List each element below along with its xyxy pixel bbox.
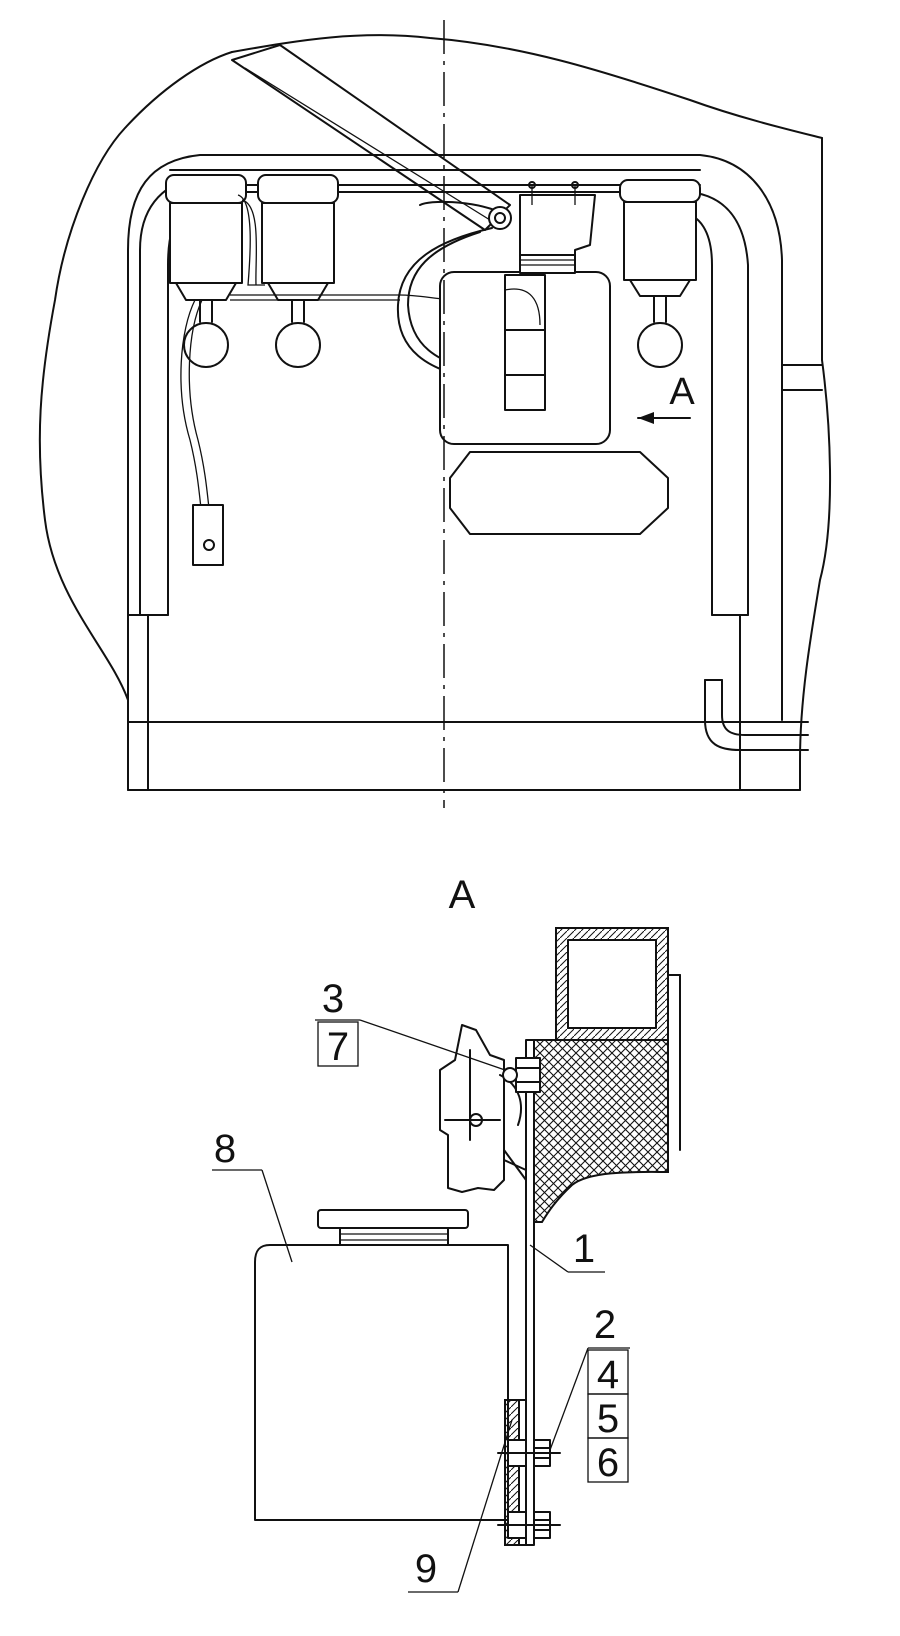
- washer-pump-left: [165, 174, 247, 368]
- callout-7: 7: [327, 1025, 349, 1069]
- callout-8: 8: [212, 1127, 293, 1263]
- callout-4: 4: [597, 1353, 619, 1397]
- callout-8-label: 8: [214, 1127, 236, 1171]
- wiper-bracket: [439, 1024, 505, 1193]
- washer-pump-middle: [257, 174, 339, 368]
- bolt-middle: [497, 1439, 561, 1467]
- bolt-top: [502, 1057, 541, 1093]
- callout-3-7: 3 7: [315, 977, 506, 1071]
- view-marker-label: A: [669, 371, 695, 413]
- reservoir-section: [254, 1209, 509, 1521]
- washer-pump-right: [619, 179, 701, 368]
- bolt-bottom: [497, 1511, 561, 1539]
- callout-1-label: 1: [573, 1227, 595, 1271]
- callout-2: 2: [594, 1303, 616, 1347]
- wiper-pivot: [488, 206, 512, 230]
- callout-3: 3: [322, 977, 344, 1021]
- section-title: A: [449, 873, 476, 917]
- hose-bracket: [192, 504, 224, 566]
- cab-wall-section: [531, 1039, 669, 1223]
- callout-9: 9: [408, 1419, 513, 1593]
- view-a-arrow: [637, 412, 691, 424]
- callout-6: 6: [597, 1441, 619, 1485]
- mounting-plate: [525, 1039, 535, 1546]
- callout-1: 1: [529, 1227, 605, 1273]
- cab-outline: [38, 51, 233, 731]
- callout-5: 5: [597, 1397, 619, 1441]
- frame-arch-outer: [127, 154, 783, 791]
- callout-2-4-5-6: 2 4 5 6: [549, 1303, 630, 1485]
- callout-9-label: 9: [415, 1547, 437, 1591]
- nameplate: [449, 451, 669, 535]
- top-view: A: [38, 20, 832, 808]
- wiper-arm: [231, 44, 511, 231]
- section-a-view: A: [212, 873, 681, 1593]
